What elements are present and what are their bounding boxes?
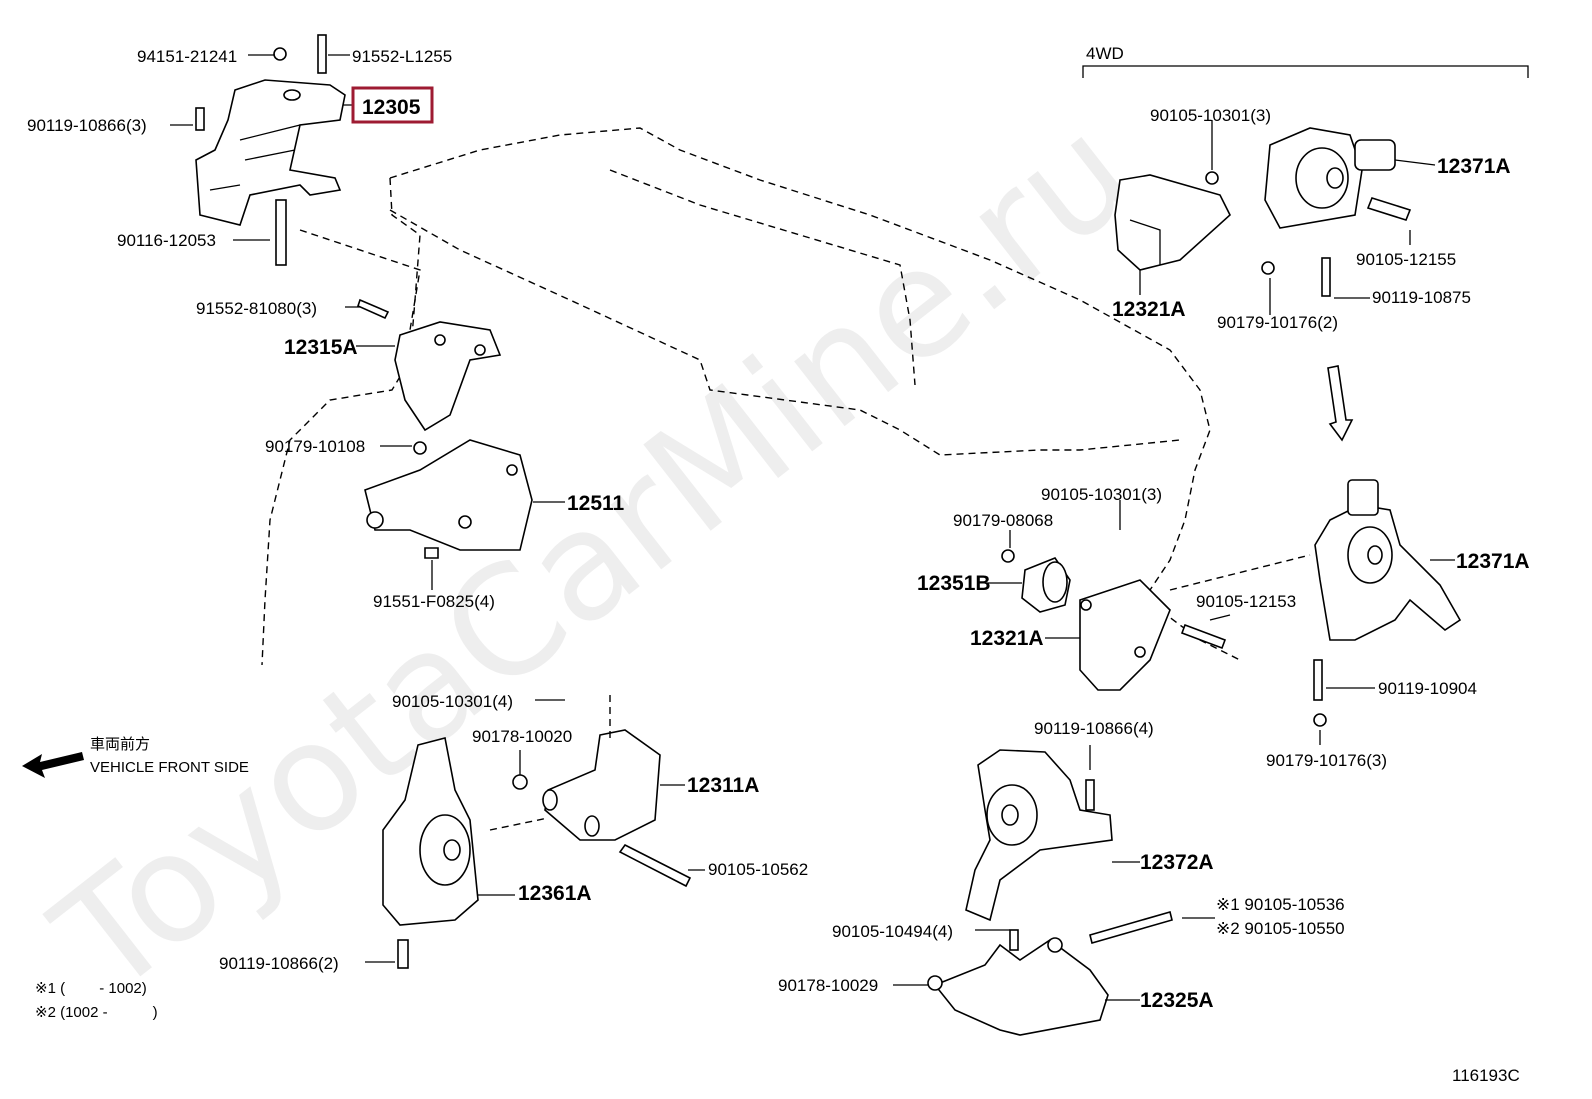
label-91551-F0825-4[interactable]: 91551-F0825(4) — [373, 592, 495, 611]
label-90119-10904[interactable]: 90119-10904 — [1378, 679, 1477, 698]
front-side-jp: 車両前方 — [90, 736, 150, 753]
label-12361A[interactable]: 12361A — [518, 882, 592, 905]
label-90179-10176-2[interactable]: 90179-10176(2) — [1217, 313, 1338, 332]
label-94151-21241[interactable]: 94151-21241 — [137, 47, 237, 66]
4wd-section-marker: 4WD — [1082, 44, 1529, 78]
label-12372A[interactable]: 12372A — [1140, 851, 1214, 874]
label-90105-10301-3-mid[interactable]: 90105-10301(3) — [1041, 485, 1162, 504]
label-12315A[interactable]: 12315A — [284, 336, 358, 359]
section-label-4wd: 4WD — [1086, 44, 1124, 63]
mount-12371a-top-drawing[interactable] — [1261, 127, 1412, 297]
figure-id: 116193C — [1452, 1066, 1520, 1085]
bracket-12311a-drawing[interactable] — [489, 695, 692, 888]
label-90105-10562[interactable]: 90105-10562 — [708, 860, 808, 879]
label-12371A-mid[interactable]: 12371A — [1456, 550, 1530, 573]
bracket-12321a-mid-drawing[interactable] — [1079, 554, 1311, 691]
label-12305[interactable]: 12305 — [362, 96, 421, 119]
mount-12361a-drawing[interactable] — [382, 737, 479, 969]
label-12321A-top[interactable]: 12321A — [1112, 298, 1186, 321]
label-90119-10866-2[interactable]: 90119-10866(2) — [219, 954, 339, 973]
label-90119-10866-3[interactable]: 90119-10866(3) — [27, 116, 147, 135]
insulator-12351b-drawing[interactable] — [1001, 549, 1071, 613]
mount-12371a-mid-drawing[interactable] — [1313, 479, 1462, 727]
label-12371A-top[interactable]: 12371A — [1437, 155, 1511, 178]
label-12351B[interactable]: 12351B — [917, 572, 991, 595]
bracket-12315a-drawing[interactable] — [357, 298, 502, 455]
label-90179-08068[interactable]: 90179-08068 — [953, 511, 1053, 530]
front-side-en: VEHICLE FRONT SIDE — [90, 759, 249, 776]
label-90119-10875[interactable]: 90119-10875 — [1372, 288, 1471, 307]
label-90179-10108[interactable]: 90179-10108 — [265, 437, 365, 456]
bracket-12325a-drawing[interactable] — [927, 911, 1173, 1036]
highlighted-part-12305[interactable]: 12305 — [351, 86, 434, 124]
label-90105-10301-3-top[interactable]: 90105-10301(3) — [1150, 106, 1271, 125]
label-90105-12153[interactable]: 90105-12153 — [1196, 592, 1296, 611]
label-90178-10029[interactable]: 90178-10029 — [778, 976, 878, 995]
label-90116-12053[interactable]: 90116-12053 — [117, 231, 216, 250]
vehicle-front-indicator: 車両前方 VEHICLE FRONT SIDE — [22, 736, 249, 778]
label-12311A[interactable]: 12311A — [687, 774, 759, 797]
label-91552-L1255[interactable]: 91552-L1255 — [352, 47, 452, 66]
bracket-12372a-drawing[interactable] — [965, 749, 1113, 922]
note-2: ※2 (1002 - ) — [35, 1004, 158, 1021]
label-90105-10301-4[interactable]: 90105-10301(4) — [392, 692, 513, 711]
label-12511[interactable]: 12511 — [567, 492, 625, 515]
engine-outline — [261, 127, 1241, 666]
bracket-12511-drawing[interactable] — [364, 439, 533, 559]
left-arrow-icon — [22, 752, 84, 778]
down-arrow-icon — [1327, 365, 1354, 442]
label-12321A-mid[interactable]: 12321A — [970, 627, 1044, 650]
label-90178-10020[interactable]: 90178-10020 — [472, 727, 572, 746]
label-90105-12155[interactable]: 90105-12155 — [1356, 250, 1456, 269]
label-90179-10176-3[interactable]: 90179-10176(3) — [1266, 751, 1387, 770]
label-90105-10550[interactable]: ※2 90105-10550 — [1216, 919, 1345, 938]
note-1: ※1 ( - 1002) — [35, 980, 147, 997]
label-91552-81080-3[interactable]: 91552-81080(3) — [196, 299, 317, 318]
highlight-box — [351, 86, 434, 124]
label-90105-10494-4[interactable]: 90105-10494(4) — [832, 922, 953, 941]
label-90119-10866-4[interactable]: 90119-10866(4) — [1034, 719, 1154, 738]
engine-mount-12305-drawing[interactable] — [195, 34, 421, 331]
label-12325A[interactable]: 12325A — [1140, 989, 1214, 1012]
leader-lines — [170, 54, 1455, 1001]
label-90105-10536[interactable]: ※1 90105-10536 — [1216, 895, 1345, 914]
bracket-12321a-top-drawing[interactable] — [1114, 171, 1231, 271]
